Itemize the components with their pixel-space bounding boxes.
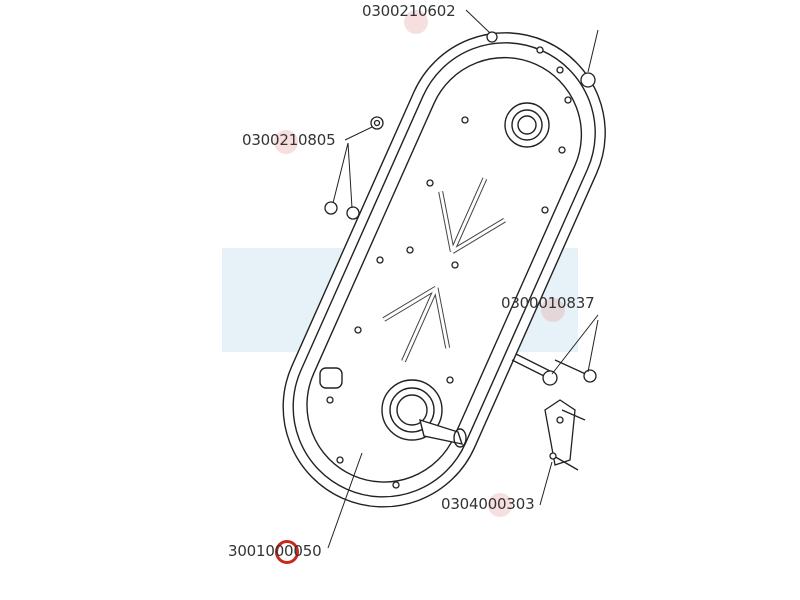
part-label[interactable]: 0304000303 bbox=[441, 495, 535, 513]
chain-case-cover bbox=[282, 32, 606, 508]
part-label[interactable]: 0300210602 bbox=[362, 2, 456, 20]
hotspot-0304000303[interactable] bbox=[488, 493, 512, 517]
part-label[interactable]: 0300210805 bbox=[242, 131, 336, 149]
hotspot-3001000050-selected[interactable] bbox=[275, 540, 299, 564]
leader-lines bbox=[327, 9, 599, 549]
hotspot-0300010837[interactable] bbox=[541, 298, 565, 322]
fasteners bbox=[324, 31, 597, 489]
part-label[interactable]: 0300010837 bbox=[501, 294, 595, 312]
part-label[interactable]: 3001000050 bbox=[228, 542, 322, 560]
hotspot-0300210805[interactable] bbox=[274, 130, 298, 154]
hotspot-0300210602[interactable] bbox=[404, 10, 428, 34]
